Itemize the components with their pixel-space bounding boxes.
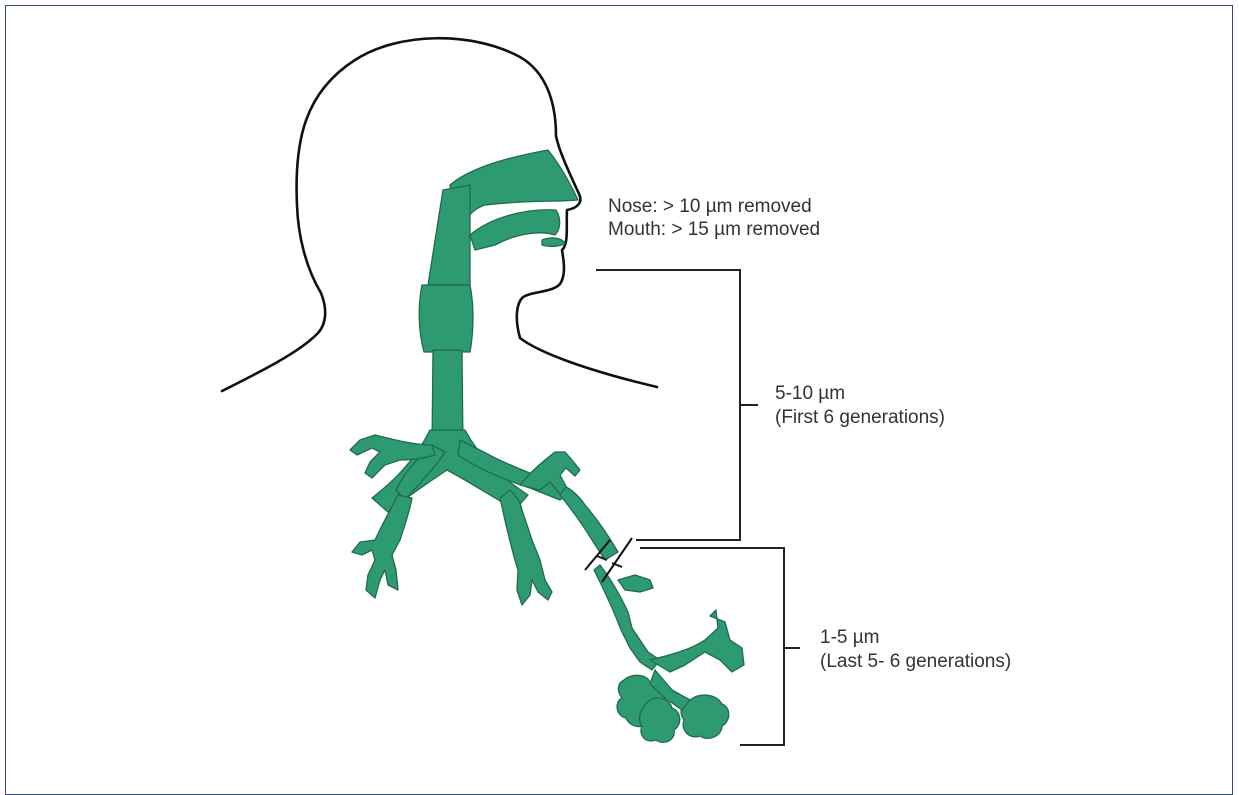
right-lower-branch — [500, 490, 552, 605]
upper-airway-generations-label: (First 6 generations) — [775, 407, 945, 429]
nose-label: Nose: > 10 µm removed — [608, 196, 812, 218]
upper-airway-size-label: 5-10 µm — [775, 383, 845, 405]
lower-airway-generations-label: (Last 5- 6 generations) — [820, 651, 1011, 673]
larynx — [419, 285, 473, 352]
respiratory-tract-diagram — [0, 0, 1239, 773]
bronchiole-branch — [618, 575, 653, 592]
mouth-label: Mouth: > 15 µm removed — [608, 219, 820, 241]
pharynx — [428, 185, 470, 285]
terminal-branch — [650, 610, 744, 672]
bracket-upper — [596, 270, 758, 540]
lower-airway-size-label: 1-5 µm — [820, 627, 880, 649]
left-lower-branch — [352, 495, 412, 598]
distal-bronchus — [560, 487, 618, 560]
lip — [542, 238, 565, 246]
